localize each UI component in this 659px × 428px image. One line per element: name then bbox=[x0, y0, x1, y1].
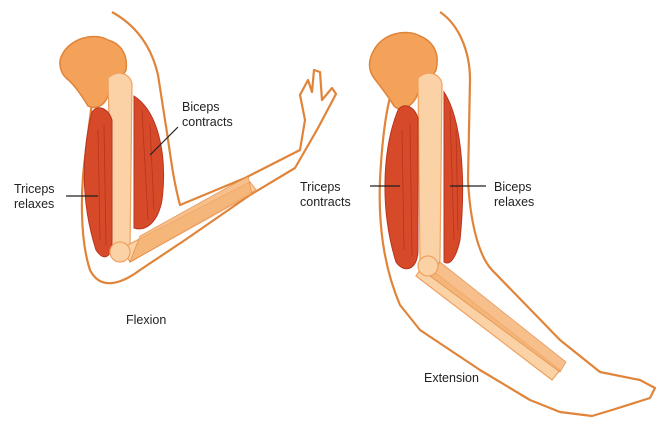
flexion-triceps-label-line1: Triceps bbox=[14, 182, 55, 197]
flexion-biceps-label: Biceps contracts bbox=[182, 100, 233, 130]
extension-caption: Extension bbox=[424, 371, 479, 386]
extension-triceps-label: Triceps contracts bbox=[300, 180, 351, 210]
flexion-caption-text: Flexion bbox=[126, 313, 166, 328]
extension-caption-text: Extension bbox=[424, 371, 479, 386]
extension-triceps-label-line2: contracts bbox=[300, 195, 351, 210]
extension-biceps-label-line1: Biceps bbox=[494, 180, 534, 195]
flexion-triceps-label: Triceps relaxes bbox=[14, 182, 55, 212]
flexion-biceps-label-line1: Biceps bbox=[182, 100, 233, 115]
extension-elbow-joint bbox=[418, 256, 438, 276]
extension-arm bbox=[370, 12, 656, 416]
extension-humerus bbox=[418, 73, 442, 269]
flexion-arm bbox=[60, 12, 336, 283]
extension-triceps-label-line1: Triceps bbox=[300, 180, 351, 195]
flexion-elbow-joint bbox=[110, 242, 130, 262]
extension-biceps-label: Biceps relaxes bbox=[494, 180, 534, 210]
flexion-caption: Flexion bbox=[126, 313, 166, 328]
flexion-triceps-label-line2: relaxes bbox=[14, 197, 55, 212]
extension-biceps-label-line2: relaxes bbox=[494, 195, 534, 210]
flexion-biceps-label-line2: contracts bbox=[182, 115, 233, 130]
